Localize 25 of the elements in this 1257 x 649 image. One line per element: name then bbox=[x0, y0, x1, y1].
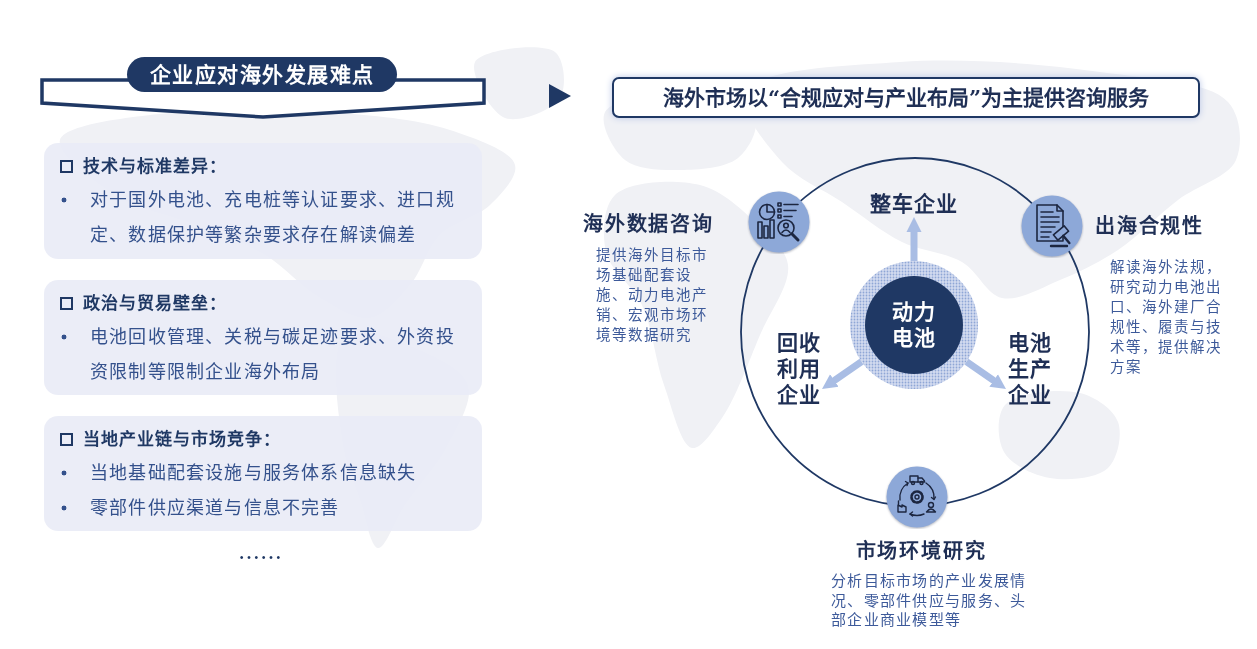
info-card bbox=[44, 143, 482, 259]
banner-title: 企业应对海外发展难点 bbox=[127, 57, 397, 92]
core-circle bbox=[850, 261, 978, 389]
service-description: 分析目标市场的产业发展情况、零部件供应与服务、头部企业商业模型等 bbox=[831, 572, 1028, 631]
enterprise-label: 整车企业 bbox=[865, 191, 963, 217]
service-heading: 出海合规性 bbox=[1095, 213, 1205, 239]
enterprise-label: 电池生产企业 bbox=[1006, 330, 1053, 412]
arrow bbox=[964, 358, 1008, 392]
ellipsis-note: …… bbox=[238, 540, 283, 564]
supply-cycle-icon bbox=[885, 465, 949, 529]
card-heading: 技术与标准差异： bbox=[60, 155, 227, 177]
card-heading: 当地产业链与市场竞争： bbox=[60, 428, 281, 450]
enterprise-label: 回收利用企业 bbox=[775, 330, 822, 412]
section-banner bbox=[40, 56, 486, 120]
info-card bbox=[44, 280, 482, 395]
service-heading: 海外数据咨询 bbox=[583, 211, 715, 237]
service-description: 提供海外目标市场基础配套设施、动力电池产销、宏观市场环境等数据研究 bbox=[596, 246, 709, 345]
card-heading: 政治与贸易壁垒： bbox=[60, 292, 227, 314]
service-heading: 市场环境研究 bbox=[854, 538, 988, 564]
data-analysis-icon bbox=[747, 190, 811, 254]
core-label: 动力电池 bbox=[891, 299, 937, 351]
section-header: 海外市场以“合规应对与产业布局”为主提供咨询服务 bbox=[612, 77, 1200, 118]
service-description: 解读海外法规，研究动力电池出口、海外建厂合规性、履责与技术等，提供解决方案 bbox=[1110, 258, 1223, 377]
arrow bbox=[820, 358, 864, 392]
info-card bbox=[44, 416, 482, 531]
